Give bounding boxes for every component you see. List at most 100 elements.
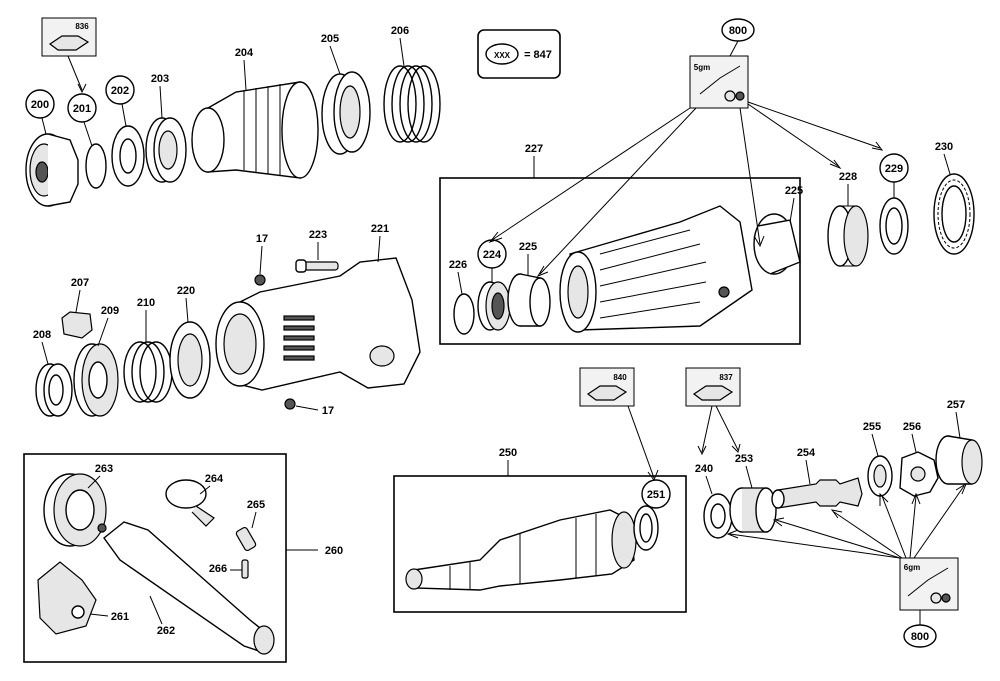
label-240: 240: [695, 463, 713, 475]
part-225-sleeve-a: [507, 273, 551, 327]
kit-837: 837: [685, 367, 741, 407]
label-260: 260: [325, 545, 343, 557]
label-17-bottom: 17: [322, 405, 334, 417]
label-250: 250: [499, 447, 517, 459]
part-230-bearing-ring: [933, 173, 975, 255]
kit-840-label: 840: [613, 373, 627, 382]
part-253-bushing: [729, 487, 777, 533]
label-265: 265: [247, 499, 265, 511]
grease-kit-top: 5gm: [689, 55, 749, 109]
kit-836: 836: [41, 17, 97, 57]
label-203: 203: [151, 73, 169, 85]
label-207: 207: [71, 277, 89, 289]
part-229-ring: [879, 197, 909, 255]
part-206-spring: [383, 65, 441, 143]
label-251: 251: [647, 489, 665, 501]
part-210-spring: [123, 341, 173, 403]
label-264: 264: [205, 473, 224, 485]
label-266: 266: [209, 563, 227, 575]
part-17-screw-bottom: [284, 398, 296, 410]
part-225-sleeve-b: [753, 213, 801, 275]
kit-836-label: 836: [75, 22, 89, 31]
kit-837-icon: [692, 385, 734, 401]
label-800-bottom: 800: [911, 631, 929, 643]
label-200: 200: [31, 99, 49, 111]
label-209: 209: [101, 305, 119, 317]
grease-6gm-label: 6gm: [904, 563, 920, 572]
part-207-key: [61, 311, 93, 339]
label-254: 254: [797, 447, 816, 459]
part-208-ring: [35, 363, 73, 417]
part-266-pin: [241, 559, 249, 579]
label-221: 221: [371, 223, 389, 235]
legend-box: XXX = 847: [477, 29, 561, 79]
label-230: 230: [935, 141, 953, 153]
label-224: 224: [483, 249, 502, 261]
label-204: 204: [235, 47, 254, 59]
part-209-clutch: [73, 343, 119, 417]
part-221-housing: [215, 257, 421, 391]
label-225-b: 225: [785, 185, 803, 197]
part-251-ring: [633, 505, 659, 551]
label-220: 220: [177, 285, 195, 297]
label-261: 261: [111, 611, 129, 623]
label-800-top: 800: [729, 25, 747, 37]
grease-5gm-label: 5gm: [694, 63, 710, 72]
legend-code: XXX: [494, 51, 511, 60]
label-225-a: 225: [519, 241, 537, 253]
label-226: 226: [449, 259, 467, 271]
part-227-cylinder: [559, 205, 753, 333]
label-256: 256: [903, 421, 921, 433]
part-250-spindle: [405, 509, 637, 591]
label-227: 227: [525, 143, 543, 155]
part-204-sleeve: [191, 81, 319, 179]
label-210: 210: [137, 297, 155, 309]
grease-kit-bottom: 6gm: [899, 557, 959, 611]
part-261-bracket: [37, 561, 97, 635]
part-201-ring: [85, 143, 107, 189]
kit-837-label: 837: [719, 373, 733, 382]
part-203-bearing: [145, 117, 187, 183]
label-201: 201: [73, 103, 91, 115]
label-255: 255: [863, 421, 881, 433]
label-17-top: 17: [256, 233, 268, 245]
part-262-handle: [103, 521, 275, 655]
label-228: 228: [839, 171, 857, 183]
part-17-screw-top: [254, 274, 266, 286]
group-box-260: [23, 453, 287, 663]
label-253: 253: [735, 453, 753, 465]
label-263: 263: [95, 463, 113, 475]
part-224-bearing: [477, 281, 511, 331]
part-226-ring: [453, 293, 475, 335]
label-205: 205: [321, 33, 339, 45]
part-228-bearing: [827, 205, 869, 267]
part-220-washer: [169, 321, 211, 399]
part-223-screw: [295, 259, 339, 273]
part-240-washer: [703, 493, 733, 539]
kit-836-icon: [48, 35, 90, 51]
label-257: 257: [947, 399, 965, 411]
label-206: 206: [391, 25, 409, 37]
label-223: 223: [309, 229, 327, 241]
kit-840-icon: [586, 385, 628, 401]
part-257-bushing: [935, 435, 983, 485]
part-200-collar: [25, 133, 79, 207]
part-265-screw: [235, 526, 257, 552]
group-box-250: [393, 475, 687, 613]
part-254-shaft: [771, 477, 863, 509]
label-202: 202: [111, 85, 129, 97]
part-205-ring: [321, 71, 371, 155]
part-264-clamp: [165, 479, 215, 527]
part-202-washer: [111, 125, 145, 187]
label-229: 229: [885, 163, 903, 175]
part-255-ring: [867, 455, 893, 497]
part-256-clutch: [899, 451, 939, 497]
label-208: 208: [33, 329, 51, 341]
label-262: 262: [157, 625, 175, 637]
grease-arrows-bottom: [726, 482, 968, 559]
kit-840: 840: [579, 367, 635, 407]
legend-value: = 847: [524, 49, 552, 61]
grease-arrows-top: [488, 101, 884, 278]
part-263-gear: [43, 473, 107, 547]
